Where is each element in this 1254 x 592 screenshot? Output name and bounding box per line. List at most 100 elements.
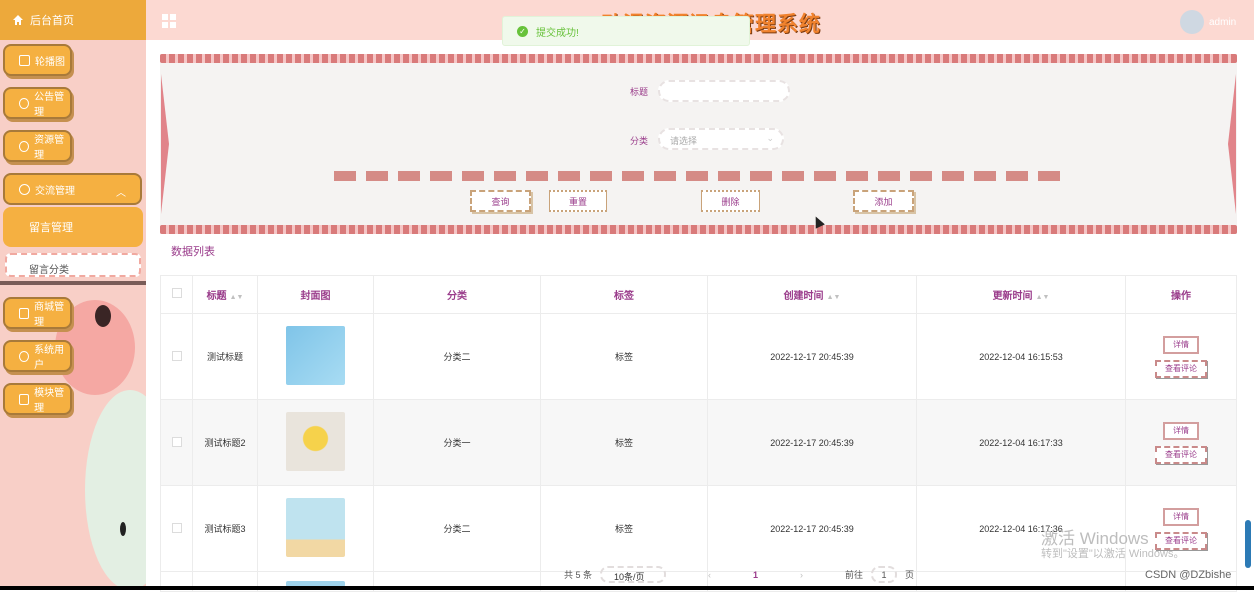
data-list-title: 数据列表 bbox=[171, 246, 215, 258]
pig-eye-decoration-2 bbox=[120, 522, 126, 536]
reset-button[interactable]: 重置 bbox=[549, 190, 607, 212]
row-checkbox[interactable] bbox=[171, 522, 182, 533]
column-header-label: 标题 bbox=[206, 291, 227, 302]
info-icon bbox=[19, 97, 30, 109]
table-header-row: 标题▲▼ 封面图 分类 标签 创建时间▲▼ 更新时间▲▼ 操作 bbox=[160, 275, 1237, 314]
home-icon bbox=[13, 15, 23, 25]
pig-decoration-2 bbox=[85, 390, 146, 590]
cell-tag: 标签 bbox=[540, 399, 708, 486]
view-comments-button[interactable]: 查看评论 bbox=[1155, 531, 1207, 550]
cell-title: 测试标题 bbox=[192, 313, 258, 400]
cart-icon bbox=[19, 307, 30, 319]
username[interactable]: admin bbox=[1209, 17, 1237, 28]
cell-cover bbox=[257, 485, 374, 572]
sidebar-home[interactable]: 后台首页 bbox=[0, 0, 146, 40]
scrollbar-thumb[interactable] bbox=[1245, 520, 1251, 568]
sidebar-item-notice[interactable]: 公告管理 bbox=[3, 87, 72, 119]
goto-unit-label: 页 bbox=[905, 570, 915, 580]
column-header-updated[interactable]: 更新时间▲▼ bbox=[916, 275, 1126, 314]
next-page-button[interactable]: › bbox=[800, 569, 804, 580]
sort-icon[interactable]: ▲▼ bbox=[229, 294, 244, 301]
sidebar-subitem-messages[interactable]: 留言管理 bbox=[3, 207, 143, 247]
detail-button[interactable]: 详情 bbox=[1163, 421, 1199, 440]
row-select-cell bbox=[160, 313, 193, 400]
search-panel: 标题 分类 请选择 ⌄ 查询 重置 删除 添加 bbox=[160, 54, 1237, 234]
cell-tag: 标签 bbox=[540, 485, 708, 572]
cover-image[interactable] bbox=[286, 412, 345, 471]
chat-icon bbox=[19, 183, 30, 195]
column-header-label: 创建时间 bbox=[783, 291, 824, 302]
add-button[interactable]: 添加 bbox=[853, 190, 914, 212]
cover-image[interactable] bbox=[286, 326, 345, 385]
sidebar-item-resources[interactable]: 资源管理 bbox=[3, 130, 72, 162]
cell-category: 分类二 bbox=[373, 313, 541, 400]
sidebar-item-modules[interactable]: 模块管理 bbox=[3, 383, 72, 415]
bulb-icon bbox=[19, 140, 30, 152]
pig-eye-decoration bbox=[95, 305, 111, 327]
chevron-up-icon: ︿ bbox=[116, 188, 126, 199]
column-header-label: 更新时间 bbox=[992, 291, 1033, 302]
column-header-created[interactable]: 创建时间▲▼ bbox=[707, 275, 917, 314]
sidebar-item-label: 轮播图 bbox=[35, 56, 65, 68]
column-header-title[interactable]: 标题▲▼ bbox=[192, 275, 258, 314]
column-header-cover: 封面图 bbox=[257, 275, 374, 314]
cell-tag: 标签 bbox=[540, 313, 708, 400]
sidebar-item-label: 系统用户 bbox=[34, 345, 65, 371]
dashed-divider bbox=[334, 171, 1062, 181]
sidebar-subitem-label: 留言分类 bbox=[29, 265, 69, 276]
sidebar-item-label: 交流管理 bbox=[35, 185, 75, 197]
sort-icon[interactable]: ▲▼ bbox=[1035, 294, 1050, 301]
detail-button[interactable]: 详情 bbox=[1163, 507, 1199, 526]
sidebar-subitem-message-category[interactable]: 留言分类 bbox=[5, 253, 141, 277]
panel-side-decoration bbox=[161, 74, 169, 214]
image-icon bbox=[19, 54, 30, 66]
cover-image[interactable] bbox=[286, 580, 345, 587]
goto-page-input[interactable]: 1 bbox=[871, 566, 898, 583]
sidebar-item-communication[interactable]: 交流管理 ︿ bbox=[3, 173, 142, 205]
submenu-divider bbox=[0, 281, 146, 285]
page-number-current[interactable]: 1 bbox=[753, 569, 759, 580]
category-filter-label: 分类 bbox=[630, 136, 649, 146]
sidebar-item-users[interactable]: 系统用户 bbox=[3, 340, 72, 372]
row-checkbox[interactable] bbox=[171, 436, 182, 447]
sort-icon[interactable]: ▲▼ bbox=[826, 294, 841, 301]
delete-button[interactable]: 删除 bbox=[701, 190, 760, 212]
chevron-down-icon: ⌄ bbox=[766, 133, 774, 143]
column-header-tag: 标签 bbox=[540, 275, 708, 314]
detail-button[interactable]: 详情 bbox=[1163, 335, 1199, 354]
sidebar-item-carousel[interactable]: 轮播图 bbox=[3, 44, 72, 76]
select-all-checkbox[interactable] bbox=[171, 288, 182, 298]
query-button[interactable]: 查询 bbox=[470, 190, 531, 212]
cell-actions: 详情 查看评论 bbox=[1125, 399, 1237, 486]
title-filter-input[interactable] bbox=[658, 80, 790, 102]
cell-cover bbox=[257, 399, 374, 486]
menu-toggle-icon[interactable] bbox=[162, 14, 176, 28]
bottom-edge bbox=[0, 586, 1254, 590]
cell-cover bbox=[257, 313, 374, 400]
page-scrollbar[interactable] bbox=[1243, 40, 1254, 586]
cell-updated: 2022-12-04 16:15:53 bbox=[916, 313, 1126, 400]
success-toast: ✓ 提交成功! bbox=[502, 16, 750, 46]
sidebar-subitem-label: 留言管理 bbox=[29, 222, 73, 234]
cell-updated: 2022-12-04 16:17:33 bbox=[916, 399, 1126, 486]
category-select-placeholder: 请选择 bbox=[670, 136, 698, 146]
table-row: 测试标题3 分类二 标签 2022-12-17 20:45:39 2022-12… bbox=[160, 485, 1237, 572]
row-select-cell bbox=[160, 485, 193, 572]
view-comments-button[interactable]: 查看评论 bbox=[1155, 359, 1207, 378]
sidebar-item-shop[interactable]: 商城管理 bbox=[3, 297, 72, 329]
page-size-select[interactable]: 10条/页 bbox=[600, 566, 667, 583]
panel-border-decoration bbox=[160, 54, 1237, 63]
grid-icon bbox=[19, 393, 30, 405]
category-select[interactable]: 请选择 ⌄ bbox=[658, 128, 784, 150]
row-checkbox[interactable] bbox=[171, 350, 182, 361]
view-comments-button[interactable]: 查看评论 bbox=[1155, 445, 1207, 464]
cover-image[interactable] bbox=[286, 498, 345, 557]
csdn-watermark: CSDN @DZbishe bbox=[1145, 569, 1232, 581]
prev-page-button[interactable]: ‹ bbox=[708, 569, 712, 580]
panel-border-decoration bbox=[160, 225, 1237, 234]
activate-windows-hint: 转到"设置"以激活 Windows。 bbox=[1041, 548, 1185, 560]
sidebar: 后台首页 轮播图 公告管理 资源管理 交流管理 ︿ 留言管理 留言分类 商城管理… bbox=[0, 0, 146, 590]
avatar[interactable] bbox=[1180, 10, 1204, 34]
column-header-actions: 操作 bbox=[1125, 275, 1237, 314]
cell-actions: 详情 查看评论 bbox=[1125, 485, 1237, 572]
